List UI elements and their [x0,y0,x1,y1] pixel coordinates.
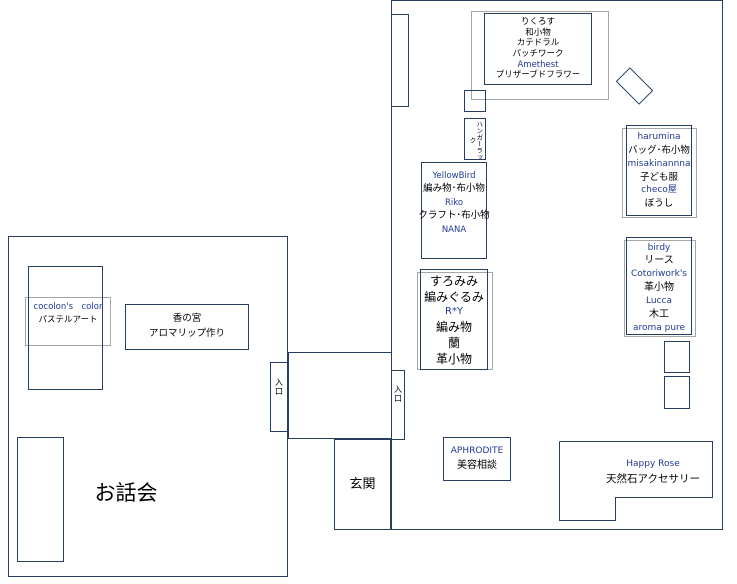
suromimi-booth-text: すろみみ 編みぐるみ R*Y 編み物 蘭 革小物 [410,272,498,368]
booth-name-lucca: Lucca [646,296,672,306]
booth-name-suromimi: すろみみ [429,273,478,288]
right-hall [391,0,723,530]
left-tall-table [17,437,64,562]
booth-item-wreath: リース [644,255,674,267]
booth-item-aroma-lip: アロマリップ作り [148,328,225,339]
small-table-2 [664,376,690,409]
booth-item-kids-clothes: 子ども服 [639,171,678,183]
top-booth-text: りくろす 和小物 カテドラル パッチワーク Amethest プリザーブドフラワ… [484,13,592,85]
left-door [270,362,288,432]
booth-name-riko: Riko [444,197,464,208]
booth-name-ry: R*Y [444,306,464,318]
cocolon-booth-text: cocolon's color パステルアート [25,299,111,329]
yellowbird-booth [421,162,487,259]
booth-name-ran: 蘭 [447,335,460,350]
booth-item-pastel-art: パステルアート [38,315,98,325]
booth-item-stone-accessory: 天然石アクセサリー [606,472,700,485]
booth-name-harumina: harumina [637,131,681,142]
booth-item-amigurumi: 編みぐるみ [424,289,484,304]
harumina-booth-outline [622,128,697,218]
happyrose-booth-outline [559,441,713,521]
booth-name-cocolon: cocolon's color [33,301,103,312]
booth-name-kanomiya: 香の宮 [172,313,202,325]
booth-item-knit-cloth: 編み物･布小物 [423,183,485,195]
booth-item-preserved-flower: プリザーブドフラワー [495,70,581,81]
booth-name-aphrodite: APHRODITE [450,445,504,456]
small-table-1 [664,341,690,373]
top-booth-outline [471,11,609,100]
booth-item-woodwork: 木工 [649,308,669,320]
birdy-booth [626,237,692,335]
birdy-booth-outline [624,240,696,337]
booth-name-rikurosu: りくろす [520,17,555,28]
talk-area-label: お話会 [94,480,158,505]
booth-name-cathedral: カテドラル [516,38,560,49]
booth-item-bag-cloth: バッグ･布小物 [628,144,690,156]
top-booth [484,13,592,85]
happyrose-booth-text: Happy Rose 天然石アクセサリー [590,455,716,491]
booth-name-yellowbird: YellowBird [432,170,476,181]
entrance-label: 玄関 [349,476,376,492]
cocolon-booth-outline [25,297,111,346]
booth-item-hat: ぼうし [644,198,674,210]
harumina-booth-text: harumina バッグ･布小物 misakinannna 子ども服 checo… [617,130,701,212]
right-door-label: 入口 [394,385,402,403]
hall-wall-panel [391,14,409,107]
aphrodite-booth [443,437,511,481]
booth-name-cotoriworks: Cotoriwork's [631,269,687,280]
booth-name-birdy: birdy [647,242,671,253]
kanomiya-booth-text: 香の宮 アロマリップ作り [125,308,249,346]
birdy-booth-text: birdy リース Cotoriwork's 革小物 Lucca 木工 arom… [617,242,701,334]
yellowbird-booth-text: YellowBird 編み物･布小物 Riko クラフト･布小物 NANA [416,168,492,238]
cocolon-booth [28,266,103,390]
booth-item-patchwork: パッチワーク [512,49,564,59]
booth-item-leather: 革小物 [435,352,472,367]
booth-item-beauty-consult: 美容相談 [457,460,497,472]
entrance [334,439,391,530]
hanger-rack [464,118,486,160]
booth-name-happy-rose: Happy Rose [626,459,680,470]
booth-name-aroma-pure: aroma pure [632,322,686,333]
small-square [464,90,486,112]
booth-name-misakinannna: misakinannna [627,158,691,169]
booth-item-leather-goods: 革小物 [644,282,674,293]
left-door-label: 入口 [275,378,283,396]
hanger-rack-label: ハンガーラック [468,120,483,160]
booth-item-craft-cloth: クラフト･布小物 [418,210,490,222]
right-door [391,370,405,440]
booth-name-nana: NANA [441,224,467,235]
booth-item-knitting: 編み物 [435,319,472,334]
booth-name-checoya: checo屋 [641,185,677,196]
booth-item-wakomono: 和小物 [525,27,551,38]
suromimi-booth [420,269,488,370]
booth-name-amethest: Amethest [517,59,559,70]
kanomiya-booth [125,304,249,350]
aphrodite-booth-text: APHRODITE 美容相談 [443,440,511,478]
harumina-booth [626,125,692,216]
